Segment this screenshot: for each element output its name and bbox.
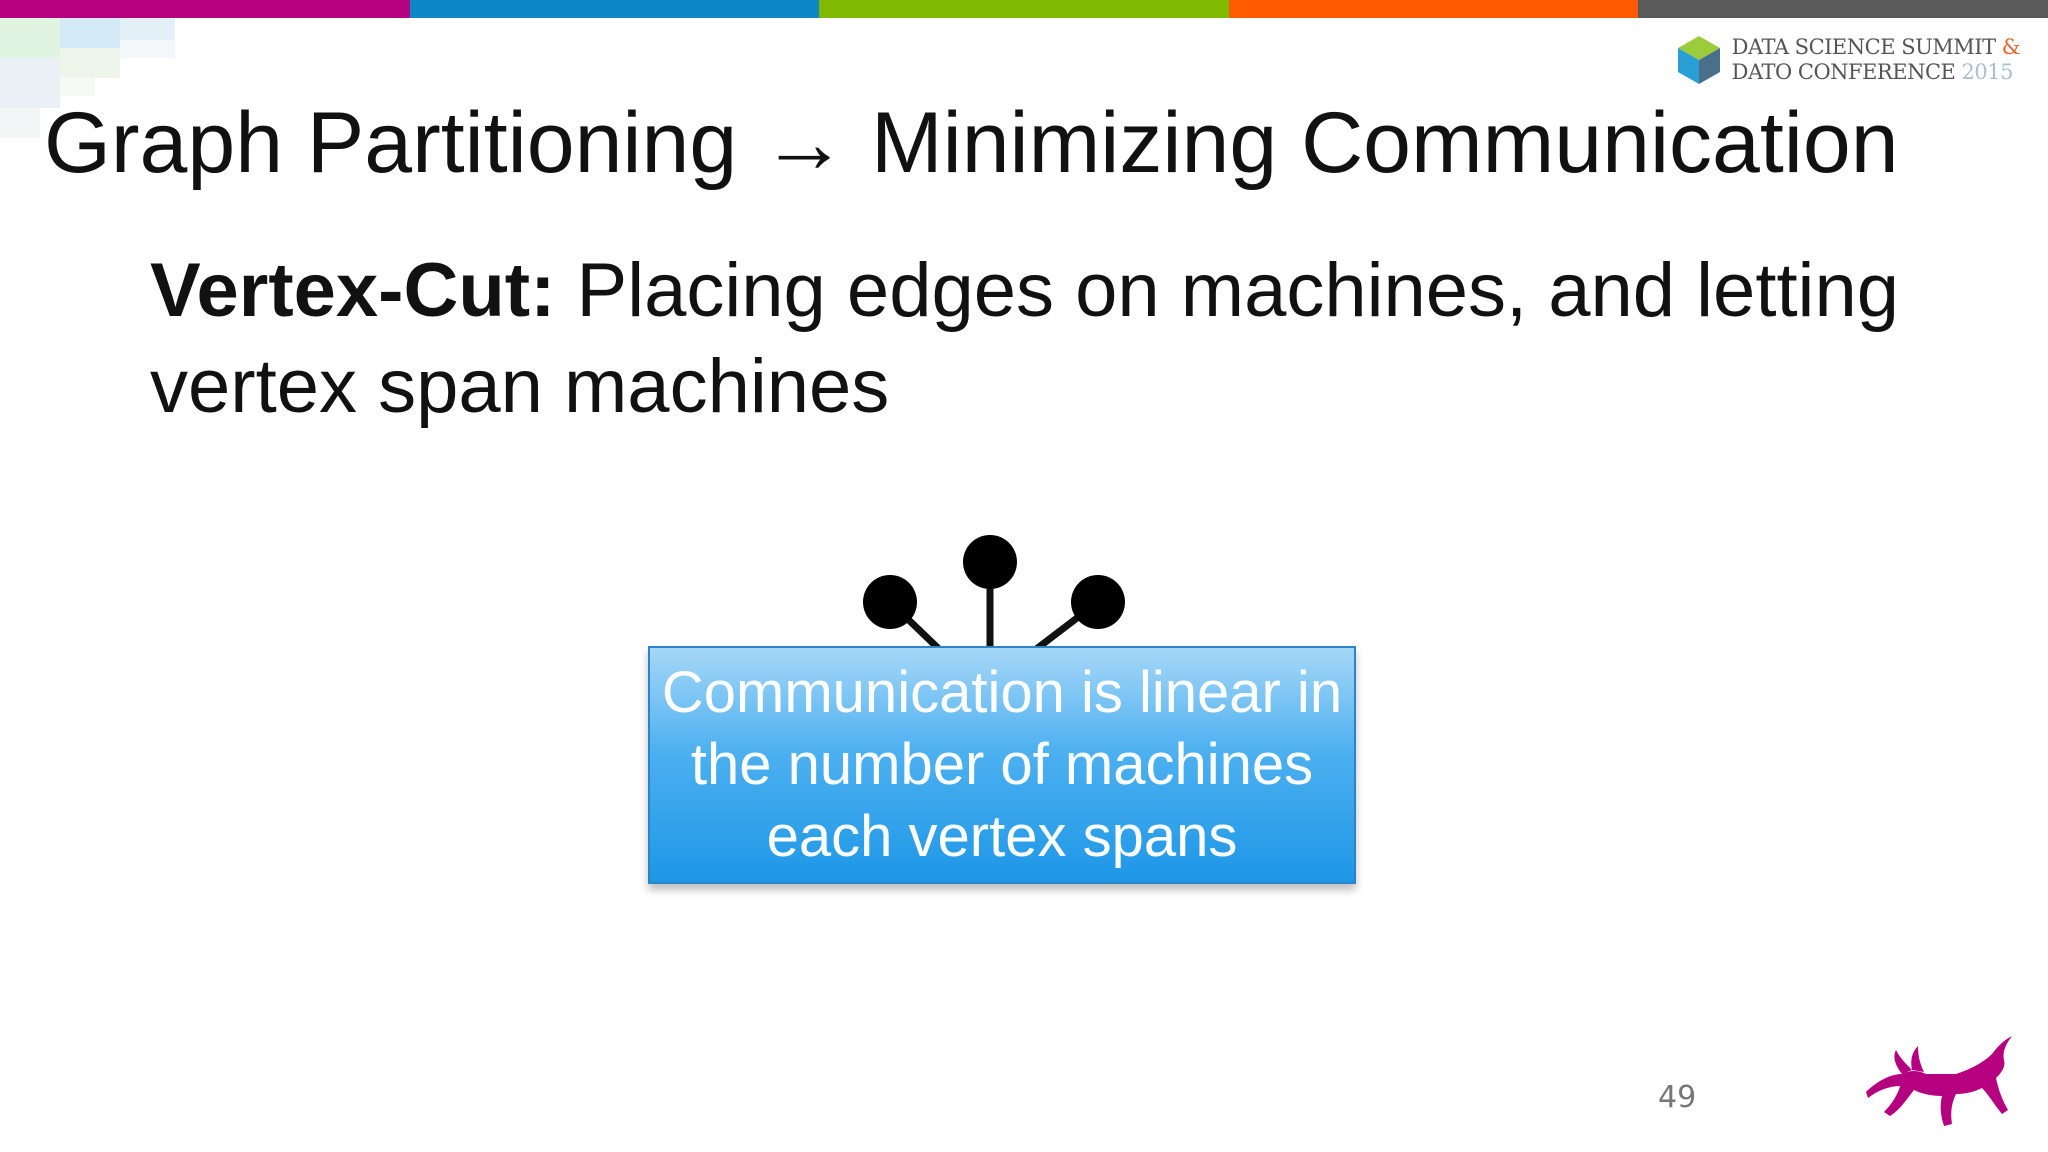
color-bar-segment-magenta [0, 0, 410, 18]
edge-endpoint-top [963, 535, 1017, 589]
logo-line-1-label: DATA SCIENCE SUMMIT [1731, 35, 1996, 59]
slide-title: Graph Partitioning → Minimizing Communic… [44, 88, 1899, 198]
logo-ampersand: & [2001, 35, 2021, 59]
top-color-bar [0, 0, 2048, 18]
callout-box: Communication is linear in the number of… [648, 646, 1356, 884]
logo-line-1: DATA SCIENCE SUMMIT & [1731, 35, 2021, 60]
color-bar-segment-gray [1638, 0, 2048, 18]
logo-text: DATA SCIENCE SUMMIT & DATO CONFERENCE 20… [1731, 35, 2021, 85]
color-bar-segment-green [819, 0, 1229, 18]
definition-text: Placing edges on machines, and letting v… [150, 248, 1899, 429]
title-left: Graph Partitioning [44, 95, 738, 191]
vertex-with-edges-icon [863, 535, 1125, 653]
conference-logo: DATA SCIENCE SUMMIT & DATO CONFERENCE 20… [1676, 34, 2021, 86]
logo-year: 2015 [1961, 60, 2014, 84]
logo-line-2: DATO CONFERENCE 2015 [1732, 60, 2020, 85]
title-arrow-icon: → [761, 95, 848, 191]
page-number: 49 [1658, 1080, 1697, 1115]
color-bar-segment-orange [1228, 0, 1639, 18]
edge-endpoint-right [1071, 575, 1125, 629]
definition-term: Vertex-Cut: [150, 248, 556, 333]
cat-silhouette-icon [1866, 1036, 2012, 1126]
decorative-cubes [0, 18, 175, 138]
callout-text: Communication is linear in the number of… [661, 660, 1343, 869]
color-bar-segment-blue [409, 0, 820, 18]
logo-line-2-label: DATO CONFERENCE [1731, 60, 1956, 84]
hexagon-cube-icon [1677, 36, 1720, 84]
edge-endpoint-left [863, 575, 917, 629]
title-right: Minimizing Communication [870, 95, 1899, 191]
definition-paragraph: Vertex-Cut: Placing edges on machines, a… [150, 243, 1950, 435]
